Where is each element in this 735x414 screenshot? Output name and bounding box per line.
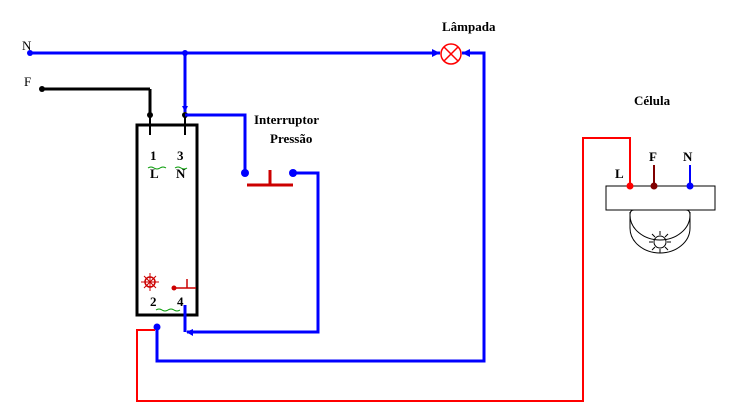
- lamp-label: Lâmpada: [442, 19, 496, 34]
- relay-underline-1: [147, 166, 167, 170]
- push-button-icon: [247, 170, 293, 187]
- switch-label-line2: Pressão: [270, 131, 312, 146]
- phase-wire: [42, 87, 152, 115]
- relay-terminal-2-dot: [153, 323, 161, 331]
- cell-dome-sides: [629, 212, 691, 228]
- cell-body: [605, 185, 716, 211]
- lamp-return-arrow: [462, 49, 470, 57]
- switch-terminal-right: [289, 169, 297, 177]
- cell-terminal-L-dot: [626, 182, 634, 190]
- neutral-junction-dot: [182, 50, 188, 56]
- relay-label-1: 1: [150, 148, 157, 163]
- relay-label-L: L: [150, 166, 159, 181]
- neutral-arrow-down: [182, 106, 188, 112]
- switch-wire: [185, 113, 320, 334]
- neutral-terminal-dot: [27, 50, 33, 56]
- cell-terminal-L-label: L: [615, 166, 624, 181]
- cell-terminal-N-dot: [686, 182, 694, 190]
- cell-wire: [136, 137, 631, 402]
- relay-contact-dot: [171, 285, 177, 291]
- switch-return-arrow: [186, 329, 193, 336]
- cell-terminal-F-label: F: [649, 149, 657, 164]
- neutral-label: N: [22, 38, 32, 53]
- cell-terminal-N-label: N: [683, 149, 693, 164]
- relay-label-2: 2: [150, 294, 157, 309]
- sun-icon: [649, 231, 671, 253]
- lamp-icon: [440, 43, 462, 65]
- relay-label-N: N: [176, 166, 186, 181]
- relay-contact-icon: [176, 279, 196, 289]
- cell-terminal-F-dot: [650, 182, 658, 190]
- relay-box: [135, 123, 199, 317]
- relay-label-3: 3: [177, 148, 184, 163]
- relay-label-4: 4: [177, 294, 184, 309]
- switch-label-line1: Interruptor: [254, 112, 319, 127]
- phase-terminal-dot: [39, 86, 45, 92]
- relay-underline-2-4: [155, 308, 181, 312]
- switch-terminal-left: [241, 169, 249, 177]
- phase-label: F: [24, 74, 31, 89]
- cell-label: Célula: [634, 93, 671, 108]
- neutral-wire: [30, 51, 440, 112]
- relay-underline-3: [174, 166, 188, 170]
- lamp-return-wire: [155, 51, 486, 363]
- relay-coil-icon: [141, 273, 159, 291]
- neutral-arrow-lamp: [432, 49, 440, 57]
